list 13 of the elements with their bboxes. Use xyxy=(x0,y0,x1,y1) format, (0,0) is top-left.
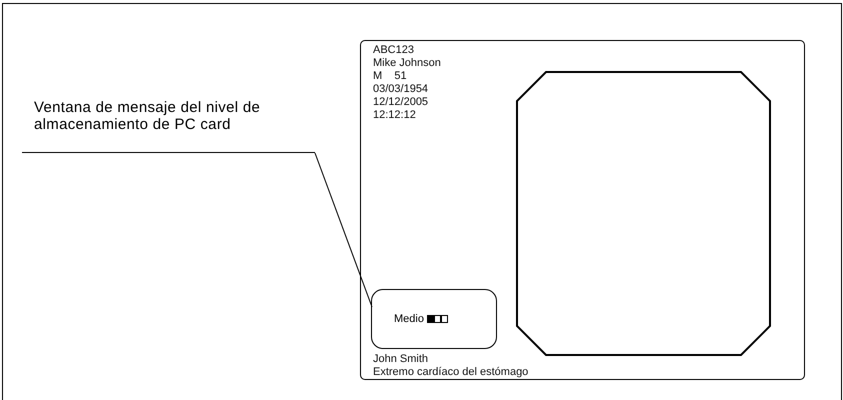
octagon-frame xyxy=(516,71,771,356)
info-text: John Smith xyxy=(373,353,428,366)
info-text: 12/12/2005 xyxy=(373,96,428,109)
info-text: 03/03/1954 xyxy=(373,83,428,96)
info-text: M 51 xyxy=(373,70,407,83)
message-window xyxy=(371,289,497,349)
message-text: Medio xyxy=(394,313,424,325)
callout-label: Ventana de mensaje del nivel de almacenamiento de PC card xyxy=(22,95,315,153)
info-text: ABC123 xyxy=(373,44,414,57)
screen-panel xyxy=(360,40,805,380)
info-text: Extremo cardíaco del estómago xyxy=(373,366,528,379)
info-text: 12:12:12 xyxy=(373,109,416,122)
info-text: Mike Johnson xyxy=(373,57,441,70)
